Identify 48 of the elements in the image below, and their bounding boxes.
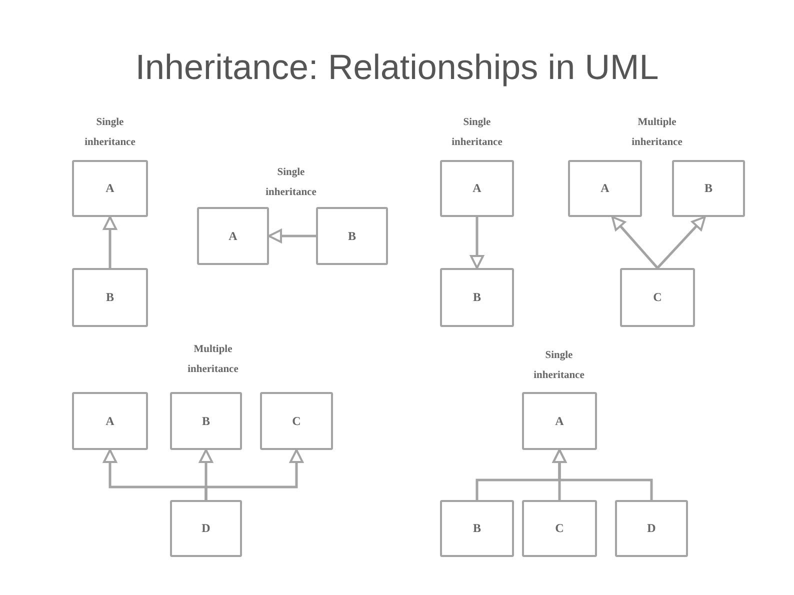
inheritance-arrow [656, 216, 706, 269]
group-heading: Single inheritance [532, 349, 586, 383]
class-name: A [472, 181, 482, 196]
class-box [568, 160, 642, 217]
inheritance-arrow [268, 229, 316, 243]
inheritance-arrow [470, 217, 484, 269]
class-name: A [106, 414, 114, 428]
group-heading: Single inheritance [84, 116, 136, 150]
inheritance-arrow [103, 216, 117, 268]
class-name: C [555, 521, 564, 536]
class-name: C [292, 414, 301, 428]
class-name: D [647, 521, 656, 536]
class-name: A [600, 181, 610, 196]
class-box [72, 268, 148, 327]
class-name: B [472, 290, 481, 305]
class-box [615, 500, 688, 557]
class-name: C [653, 290, 662, 305]
class-box [440, 268, 514, 327]
class-box [522, 392, 597, 450]
class-box [72, 160, 148, 217]
class-name: D [202, 521, 210, 536]
class-box [170, 500, 242, 557]
inheritance-arrow [611, 216, 658, 269]
class-name: B [704, 181, 712, 196]
class-name: A [228, 228, 238, 244]
class-name: A [555, 414, 564, 428]
class-box [197, 207, 269, 265]
class-box [316, 207, 388, 265]
class-box [672, 160, 745, 217]
inheritance-arrow [552, 449, 653, 500]
group-heading: Single inheritance [450, 116, 504, 150]
class-name: B [202, 414, 210, 428]
class-box [620, 268, 695, 327]
group-heading: Multiple inheritance [186, 343, 240, 377]
slide-title: Inheritance: Relationships in UML [135, 48, 659, 88]
class-box [260, 392, 333, 450]
group-heading: Single inheritance [264, 166, 318, 200]
class-box [440, 500, 514, 557]
group-heading: Multiple inheritance [630, 116, 684, 150]
class-box [72, 392, 148, 450]
inheritance-arrow [204, 449, 304, 500]
class-name: B [106, 290, 114, 305]
class-name: A [106, 181, 114, 196]
class-box [440, 160, 514, 217]
class-name: B [348, 228, 356, 244]
class-name: B [472, 521, 481, 536]
class-box [522, 500, 597, 557]
class-box [170, 392, 242, 450]
